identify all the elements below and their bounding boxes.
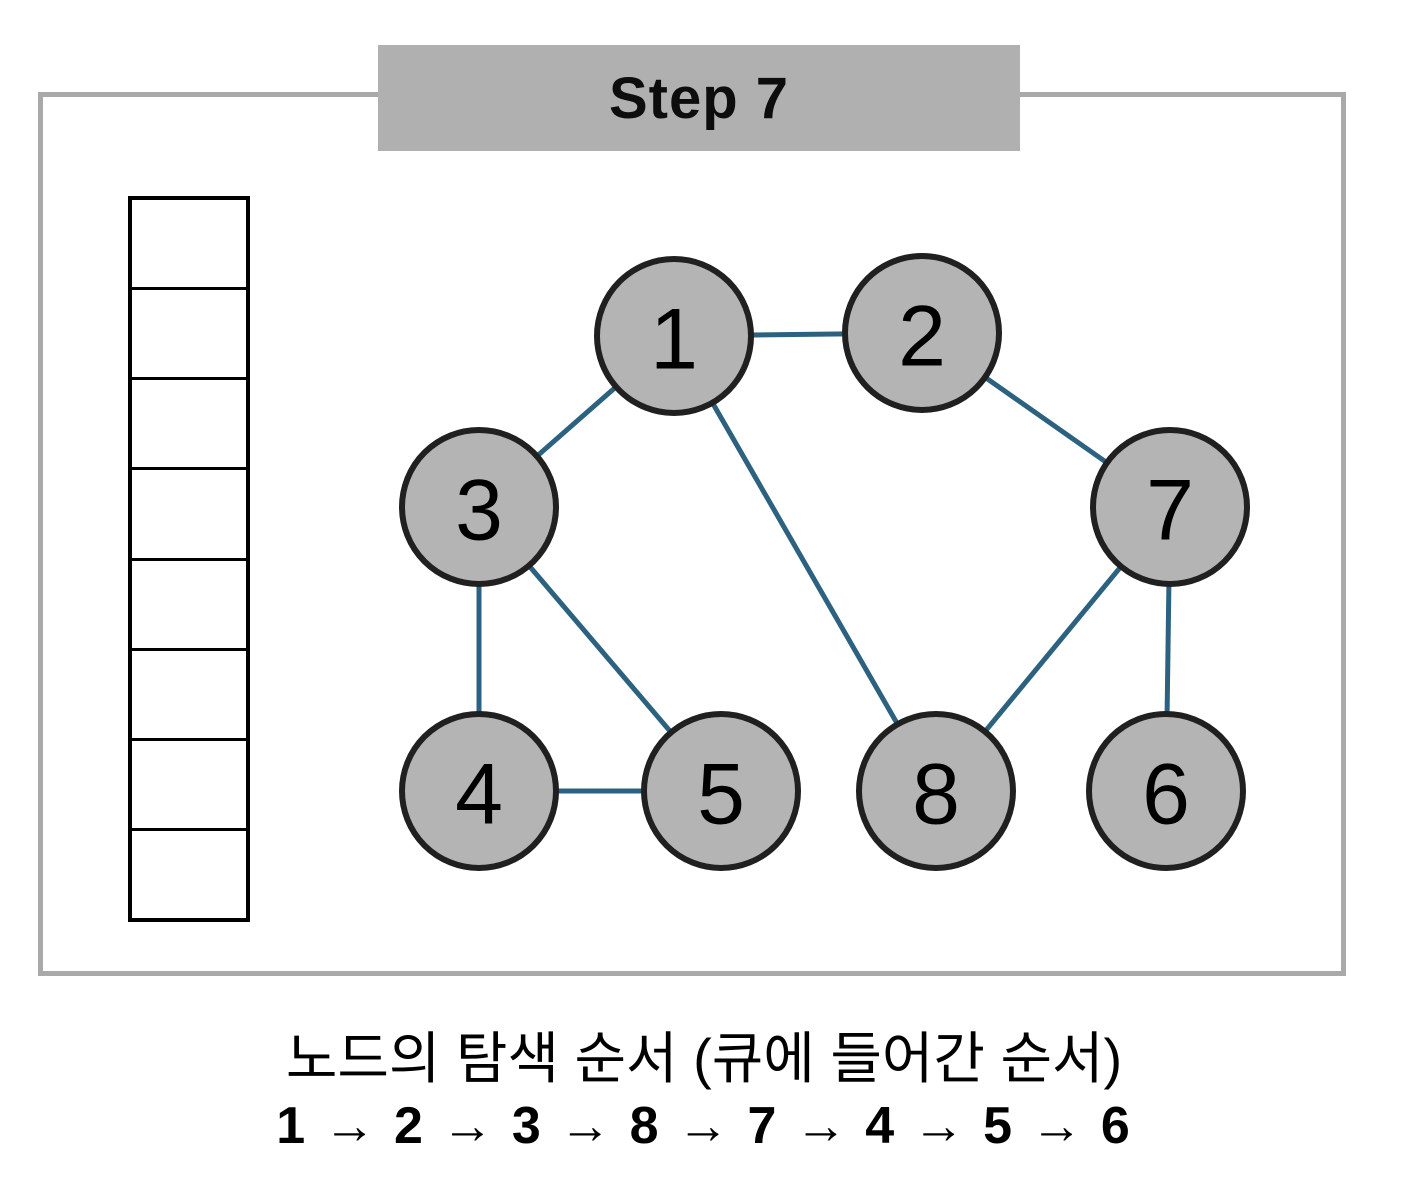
queue-cell-5 (132, 650, 246, 741)
node-2-circle (842, 253, 1002, 413)
node-1: 1 (594, 256, 754, 416)
caption-text: 노드의 탐색 순서 (큐에 들어간 순서) (285, 1027, 1123, 1090)
queue-cell-6 (132, 740, 246, 831)
step-title-bar: Step 7 (378, 45, 1020, 151)
node-6: 6 (1086, 711, 1246, 871)
node-1-circle (594, 256, 754, 416)
node-1-label: 1 (650, 291, 698, 387)
node-2: 2 (842, 253, 1002, 413)
node-8: 8 (856, 711, 1016, 871)
step-title: Step 7 (608, 65, 790, 131)
traversal-sequence: 1 → 2 → 3 → 8 → 7 → 4 → 5 → 6 (276, 1097, 1132, 1155)
node-4: 4 (399, 711, 559, 871)
node-6-circle (1086, 711, 1246, 871)
node-7: 7 (1090, 427, 1250, 587)
node-3: 3 (399, 427, 559, 587)
queue-cell-2 (132, 380, 246, 471)
edge-1-8 (671, 334, 939, 793)
node-3-label: 3 (455, 462, 503, 558)
queue-cell-0 (132, 200, 246, 291)
queue-cell-1 (132, 290, 246, 381)
queue-cell-3 (132, 470, 246, 561)
node-5: 5 (641, 711, 801, 871)
queue-cell-4 (132, 560, 246, 651)
node-3-circle (399, 427, 559, 587)
node-2-label: 2 (898, 288, 946, 384)
node-5-circle (641, 711, 801, 871)
node-4-circle (399, 711, 559, 871)
node-6-label: 6 (1142, 746, 1190, 842)
node-8-label: 8 (912, 746, 960, 842)
node-7-circle (1090, 427, 1250, 587)
queue-stack (128, 196, 250, 922)
node-4-label: 4 (455, 746, 503, 842)
node-7-label: 7 (1146, 462, 1194, 558)
queue-cell-7 (132, 830, 246, 918)
node-8-circle (856, 711, 1016, 871)
node-5-label: 5 (697, 746, 745, 842)
